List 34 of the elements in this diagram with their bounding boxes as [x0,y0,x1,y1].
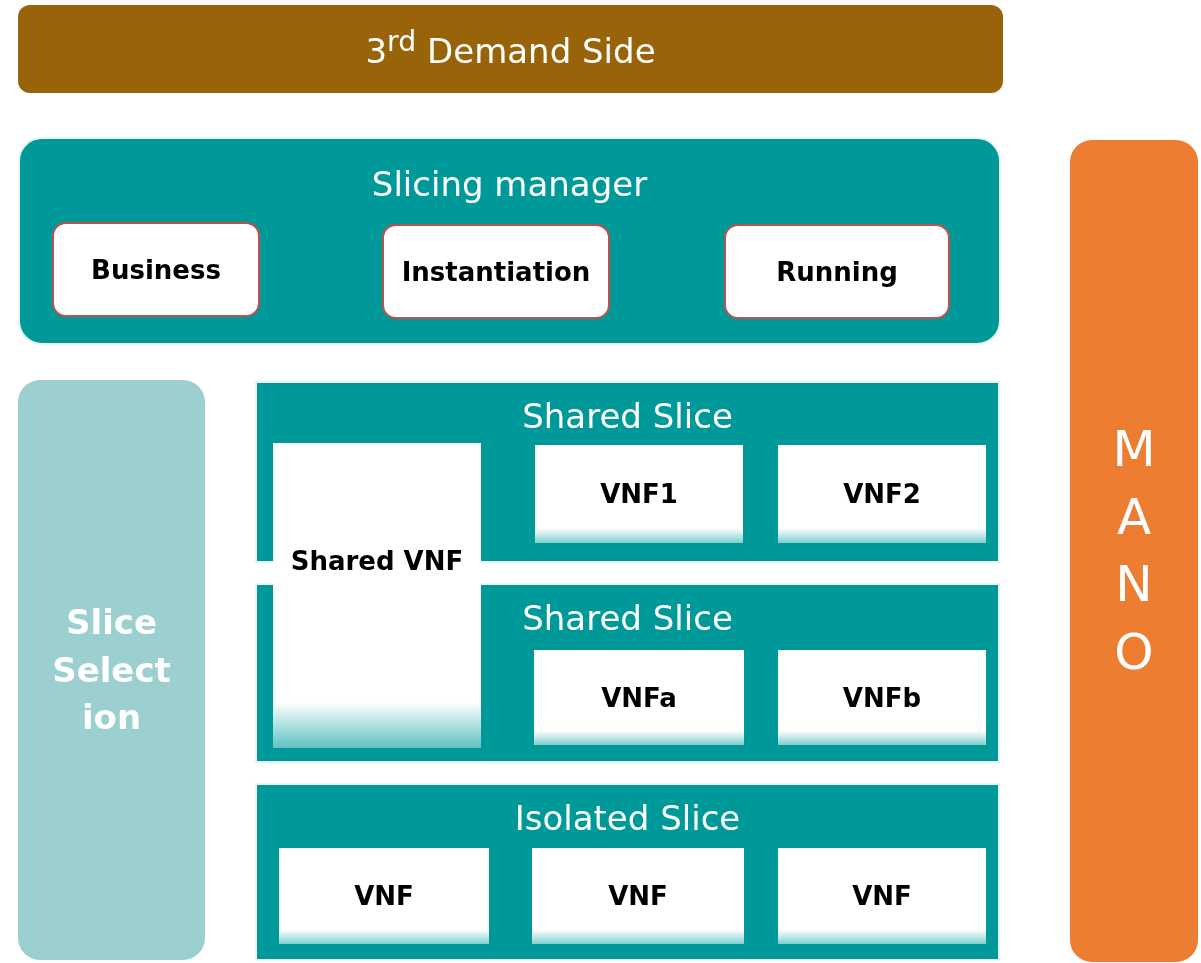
function-box [532,848,744,944]
box-label: Instantiation [400,255,592,289]
function-box [724,224,950,319]
box-label: VNF2 [842,477,922,511]
function-box [778,650,986,745]
function-box [535,445,743,543]
layer-band [18,5,1003,93]
box-label: VNFa [600,681,678,715]
box-label: MANO [1111,419,1157,683]
group-title: Isolated Slice [513,797,742,840]
box-label: Business [90,253,222,287]
box-label: VNF [353,879,415,913]
function-box [382,224,610,319]
box-label: Running [775,255,899,289]
box-label: Slice Select ion [51,600,172,739]
function-box [279,848,489,944]
box-label: VNFb [841,681,923,715]
function-box [534,650,744,745]
box-label: Shared VNF [289,545,465,578]
box-label: 3$^{rd}$ Demand Side [364,24,657,74]
group-title: Slicing manager [370,163,649,206]
function-box [778,848,986,944]
layer-band [1070,140,1198,962]
box-label: VNF [607,879,669,913]
box-label: VNF1 [599,477,679,511]
layer-band [18,380,205,960]
function-box [52,222,260,317]
group-title: Shared Slice [521,395,734,438]
function-box [778,445,986,543]
function-box [273,443,481,748]
box-label: VNF [851,879,913,913]
group-panel [255,783,1000,961]
group-panel [18,137,1001,345]
group-title: Shared Slice [521,597,734,640]
